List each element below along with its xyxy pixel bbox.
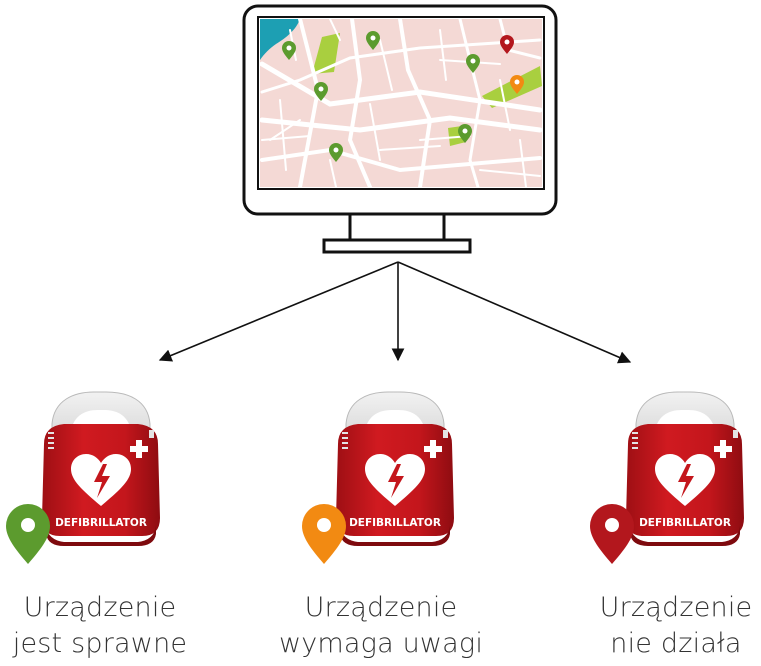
map-pin-icon (466, 54, 480, 73)
map-street (479, 169, 541, 177)
caption-line: Urządzenie (304, 592, 458, 623)
map-street (279, 99, 287, 171)
map-street (269, 119, 301, 141)
arrow-to-device-3 (397, 261, 632, 364)
monitor (242, 4, 558, 254)
map-street (369, 103, 381, 161)
map-pin-icon (500, 35, 514, 54)
map-screen (260, 19, 542, 187)
status-pin-icon (302, 504, 346, 564)
caption-line: Urządzenie (23, 592, 177, 623)
map-street (379, 145, 441, 151)
map-street (398, 19, 433, 187)
status-pin-icon (590, 504, 634, 564)
caption-line: Urządzenie (599, 592, 753, 623)
device-caption-3: Urządzenie nie działa (581, 590, 761, 662)
map-pin-icon (314, 82, 328, 101)
device-caption-1: Urządzenie jest sprawne (0, 590, 210, 662)
map-street (439, 29, 447, 81)
device-label-2: DEFIBRILLATOR (349, 517, 441, 529)
device-caption-2: Urządzenie wymaga uwagi (271, 590, 491, 662)
map-street (347, 19, 372, 187)
map-pin-icon (366, 31, 380, 50)
map-pin-icon (282, 41, 296, 60)
device-label-3: DEFIBRILLATOR (639, 517, 731, 529)
caption-line: nie działa (610, 628, 742, 659)
map-street (499, 79, 511, 131)
map-street (329, 159, 337, 187)
map-street (260, 115, 542, 133)
map-street (260, 38, 542, 94)
connector-arrows (158, 261, 632, 364)
map-street (519, 139, 527, 187)
map-pin-icon (458, 124, 472, 143)
map-pin-icon (329, 143, 343, 162)
map-street (260, 147, 542, 173)
map-street (329, 19, 341, 41)
map-pin-icon (510, 75, 524, 94)
map-street (379, 39, 393, 91)
caption-line: wymaga uwagi (278, 628, 484, 659)
status-pin-icon (6, 504, 50, 564)
arrow-to-device-1 (158, 261, 399, 362)
device-label-1: DEFIBRILLATOR (55, 517, 147, 529)
caption-line: jest sprawne (12, 628, 188, 659)
